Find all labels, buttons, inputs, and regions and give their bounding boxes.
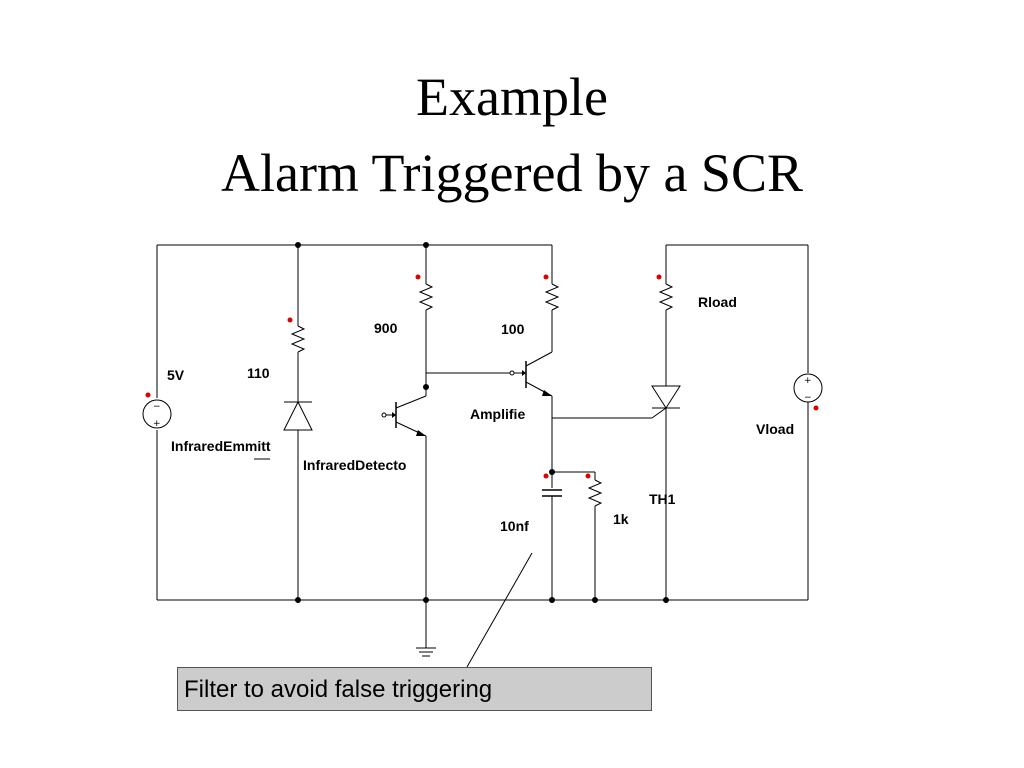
slide-title-line2: Alarm Triggered by a SCR bbox=[220, 143, 803, 203]
pin-marker bbox=[585, 473, 591, 479]
label-emitter: InfraredEmmitt bbox=[171, 438, 271, 454]
pin-marker bbox=[813, 405, 819, 411]
pin-marker bbox=[145, 392, 151, 398]
ground-icon bbox=[416, 600, 436, 657]
capacitor-10nf-icon bbox=[542, 489, 562, 497]
svg-text:−: − bbox=[804, 393, 812, 403]
label-5v: 5V bbox=[167, 367, 185, 383]
resistor-900-icon bbox=[418, 283, 434, 311]
resistor-1k-icon bbox=[587, 479, 603, 507]
callout-leader-line bbox=[466, 552, 533, 668]
callout-box: Filter to avoid false triggering bbox=[177, 667, 652, 711]
label-cap: 10nf bbox=[500, 518, 529, 534]
infrared-detector-transistor-icon bbox=[381, 395, 427, 437]
label-r1k: 1k bbox=[613, 511, 629, 527]
label-r100: 100 bbox=[501, 321, 525, 337]
pin-marker bbox=[543, 473, 549, 479]
slide-title-line1: Example bbox=[416, 67, 608, 127]
amplifier-transistor-icon bbox=[509, 351, 553, 397]
junction-dots bbox=[295, 242, 669, 603]
svg-text:−: − bbox=[153, 402, 161, 412]
pin-marker bbox=[656, 274, 662, 280]
pin-marker bbox=[287, 317, 293, 323]
label-r110: 110 bbox=[247, 365, 270, 381]
svg-text:+: + bbox=[804, 376, 812, 386]
svg-text:+: + bbox=[153, 419, 161, 429]
resistor-rload-icon bbox=[658, 283, 674, 311]
resistor-100-icon bbox=[544, 283, 560, 311]
voltage-source-vload-icon: + − bbox=[793, 373, 823, 403]
label-amplifier: Amplifie bbox=[470, 406, 525, 422]
resistor-110-icon bbox=[290, 325, 306, 353]
label-detector: InfraredDetecto bbox=[303, 457, 406, 473]
label-r900: 900 bbox=[374, 320, 398, 336]
voltage-source-5v-icon: − + bbox=[142, 399, 172, 429]
infrared-emitter-diode-icon bbox=[283, 400, 313, 431]
pin-marker bbox=[543, 274, 549, 280]
label-scr: TH1 bbox=[649, 491, 676, 507]
label-vload: Vload bbox=[756, 421, 794, 437]
label-rload: Rload bbox=[698, 294, 737, 310]
pin-marker bbox=[415, 274, 421, 280]
